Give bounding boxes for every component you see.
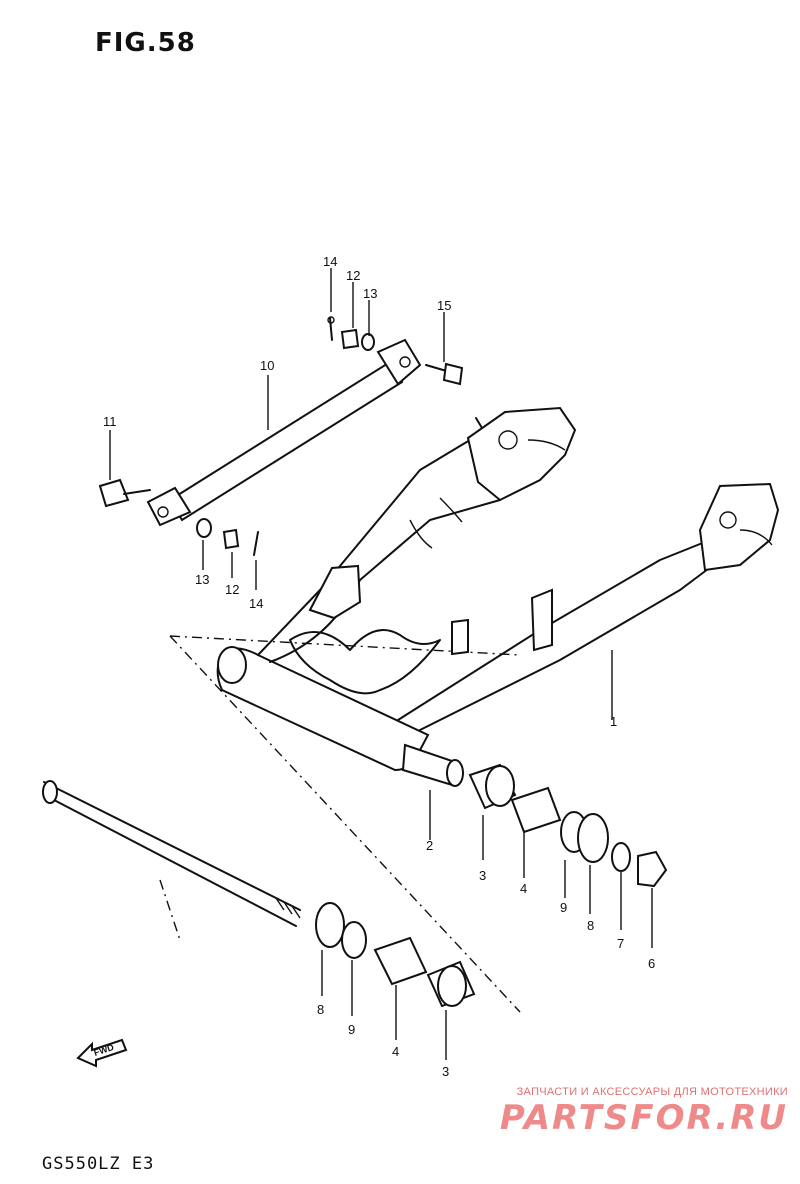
callout-14: 14 [323,254,337,269]
callout-13: 13 [363,286,377,301]
left-pivot-stack [315,902,476,1008]
callout-13b: 13 [195,572,209,587]
callout-12b: 12 [225,582,239,597]
callout-6: 6 [648,956,655,971]
callout-12: 12 [346,268,360,283]
axis-lines [159,635,521,1013]
swing-arm [216,406,780,787]
callout-2: 2 [426,838,433,853]
callout-3: 3 [479,868,486,883]
callout-14b: 14 [249,596,263,611]
watermark: ЗАПЧАСТИ И АКСЕССУАРЫ ДЛЯ МОТОТЕХНИКИ PA… [500,1086,788,1138]
callout-10: 10 [260,358,274,373]
leader-lines [109,268,653,1060]
callout-3b: 3 [442,1064,449,1079]
callout-labels: 1 2 3 4 9 8 7 6 8 9 4 3 10 11 14 12 13 1… [103,254,655,1079]
watermark-tagline: ЗАПЧАСТИ И АКСЕССУАРЫ ДЛЯ МОТОТЕХНИКИ [516,1086,788,1098]
small-parts [42,316,464,927]
watermark-logo: PARTSFOR.RU [499,1098,788,1138]
callout-4: 4 [520,881,527,896]
callout-9: 9 [560,900,567,915]
torque-link [146,338,422,527]
callout-11: 11 [103,414,117,429]
callout-1: 1 [610,714,617,729]
model-code: GS550LZ E3 [42,1154,155,1174]
figure-title: FIG.58 [95,28,196,58]
forward-arrow-icon: FWD [76,1038,128,1068]
callout-15: 15 [437,298,451,313]
callout-8: 8 [587,918,594,933]
callout-8b: 8 [317,1002,324,1017]
callout-9b: 9 [348,1022,355,1037]
right-pivot-stack [468,763,668,888]
callout-7: 7 [617,936,624,951]
callout-4b: 4 [392,1044,399,1059]
